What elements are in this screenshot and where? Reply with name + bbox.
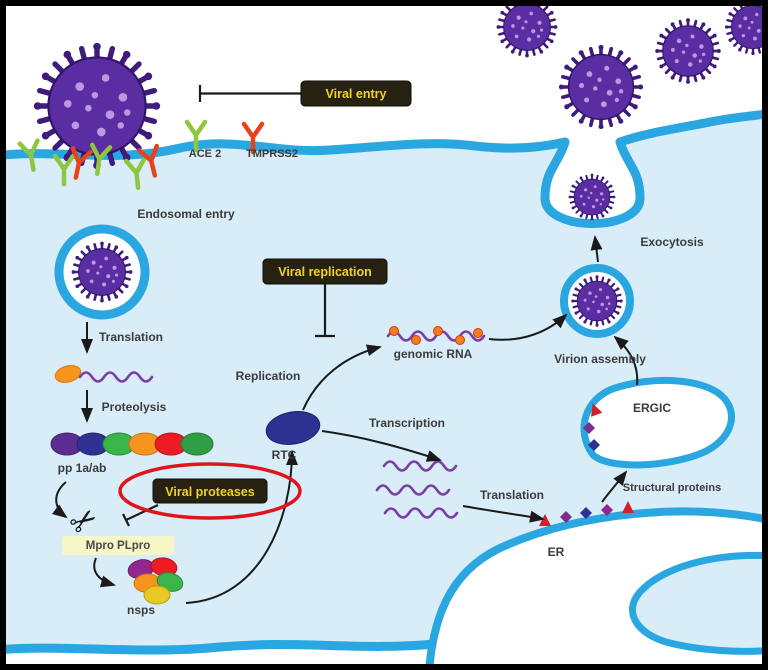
arrow-cleavage-to-nsps	[93, 557, 116, 588]
er-membrane-fold	[629, 551, 768, 655]
inhibition-viral-entry	[198, 85, 301, 102]
nsps-label: nsps	[127, 603, 155, 617]
nascent-protein-blob	[54, 365, 82, 383]
replication-label: Replication	[236, 369, 301, 383]
arrow-ergic-to-assembly	[613, 335, 639, 386]
arrow-rna-to-assembly	[488, 313, 568, 341]
rtc-label: RTC	[272, 448, 297, 462]
ergic-label: ERGIC	[633, 401, 671, 415]
viral-proteases-label: Viral proteases	[165, 485, 254, 499]
pp1a-ab-polyprotein	[50, 432, 214, 456]
plasma-membrane-top	[0, 109, 768, 228]
viral-entry-box	[300, 80, 412, 107]
ergic-compartment	[580, 377, 735, 469]
arrow-exocytosis	[590, 235, 603, 263]
pp1a-ab-label: pp 1a/ab	[58, 461, 107, 475]
viral-replication-label: Viral replication	[278, 265, 372, 279]
nsps-proteins	[127, 557, 184, 605]
inhibition-viral-proteases	[122, 504, 159, 527]
viral-replication-box	[262, 258, 388, 285]
viral-entry-label: Viral entry	[326, 87, 387, 101]
proteolysis-label: Proteolysis	[102, 400, 167, 414]
translation-label-2: Translation	[480, 488, 544, 502]
er-label: ER	[548, 545, 565, 559]
inhibition-viral-replication	[315, 284, 335, 338]
n-protein-dots	[389, 326, 483, 345]
exocytosis-label: Exocytosis	[640, 235, 704, 249]
viral-proteases-highlight-ellipse	[118, 462, 302, 520]
ace2-label: ACE 2	[189, 148, 221, 160]
arrow-transcription	[321, 430, 442, 462]
translation-label-1: Translation	[99, 330, 163, 344]
mpro-plpro-highlight	[62, 536, 174, 555]
arrow-translation-to-er	[462, 505, 545, 523]
arrow-replication	[302, 344, 382, 411]
virion-assembly-label: Virion assembly	[554, 352, 646, 366]
arrow-er-to-ergic	[601, 470, 628, 503]
arrow-pp-to-proteases	[52, 481, 68, 519]
tmprss2-label: TMPRSS2	[246, 148, 298, 160]
arrow-nsps-to-rtc	[185, 450, 298, 604]
plasma-membrane-bottom	[0, 639, 440, 655]
mpro-plpro-label: Mpro PLpro	[86, 540, 151, 552]
transcription-label: Transcription	[369, 416, 445, 430]
viral-proteases-box	[152, 478, 268, 504]
structural-proteins-label: Structural proteins	[623, 482, 721, 494]
endosomal-entry-label: Endosomal entry	[137, 207, 235, 221]
genomic-rna-label: genomic RNA	[394, 347, 473, 361]
rtc-complex	[265, 411, 321, 445]
